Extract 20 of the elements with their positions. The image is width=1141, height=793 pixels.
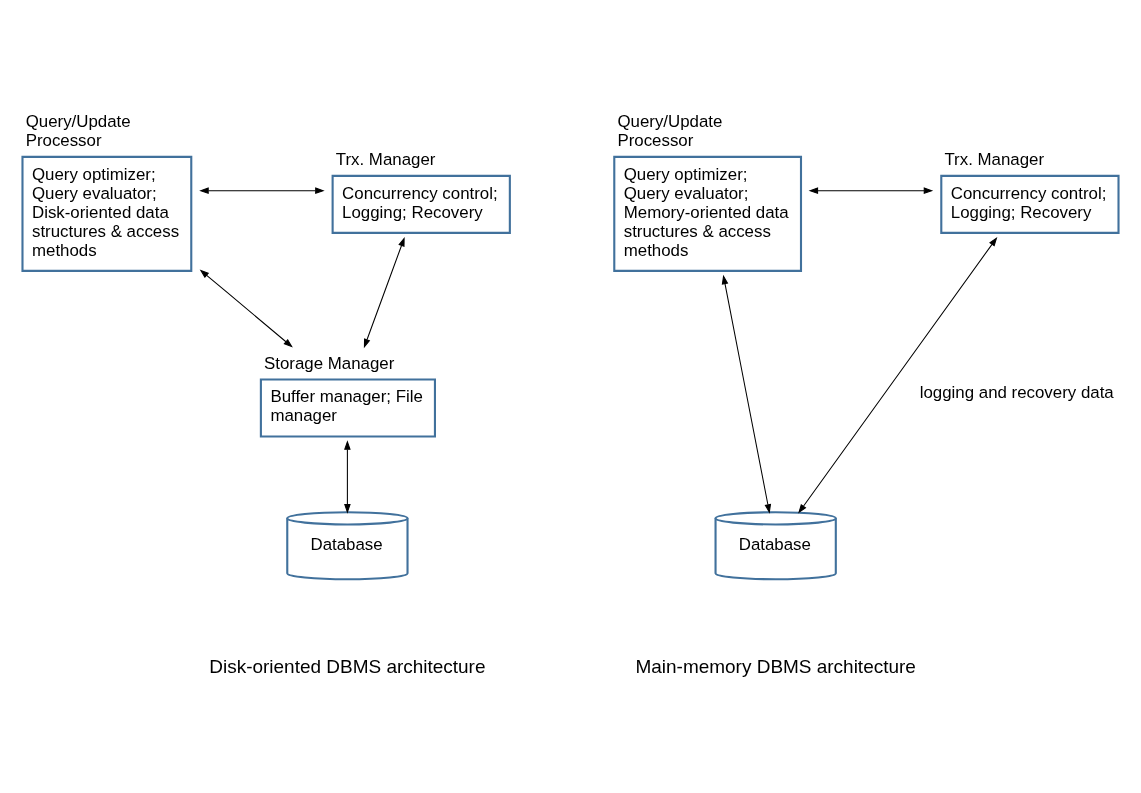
arrow <box>199 269 293 348</box>
node-box: Query optimizer; Query evaluator; Disk-oriented data structures & access methods <box>21 155 193 272</box>
node-label: Trx. Manager <box>944 150 1045 170</box>
node-label: Query/Update Processor <box>617 112 723 151</box>
arrow <box>721 274 772 514</box>
node-box: Query optimizer; Query evaluator; Memory-oriented data structures & access methods <box>613 155 803 272</box>
node-box: Buffer manager; File manager <box>259 378 436 438</box>
node-label: Storage Manager <box>264 353 395 373</box>
node-label: Query/Update Processor <box>25 112 131 151</box>
node-label: Trx. Manager <box>335 150 436 170</box>
node-box: Concurrency control; Logging; Recovery <box>331 174 511 234</box>
arrow <box>199 187 325 194</box>
arrow <box>798 236 998 514</box>
arrow <box>808 187 934 194</box>
arrow <box>344 440 351 514</box>
arrow <box>363 236 405 349</box>
label: Main-memory DBMS architecture <box>635 656 916 678</box>
edge-label: logging and recovery data <box>919 383 1114 403</box>
label: Disk-oriented DBMS architecture <box>209 656 486 678</box>
node-box: Concurrency control; Logging; Recovery <box>940 174 1120 234</box>
